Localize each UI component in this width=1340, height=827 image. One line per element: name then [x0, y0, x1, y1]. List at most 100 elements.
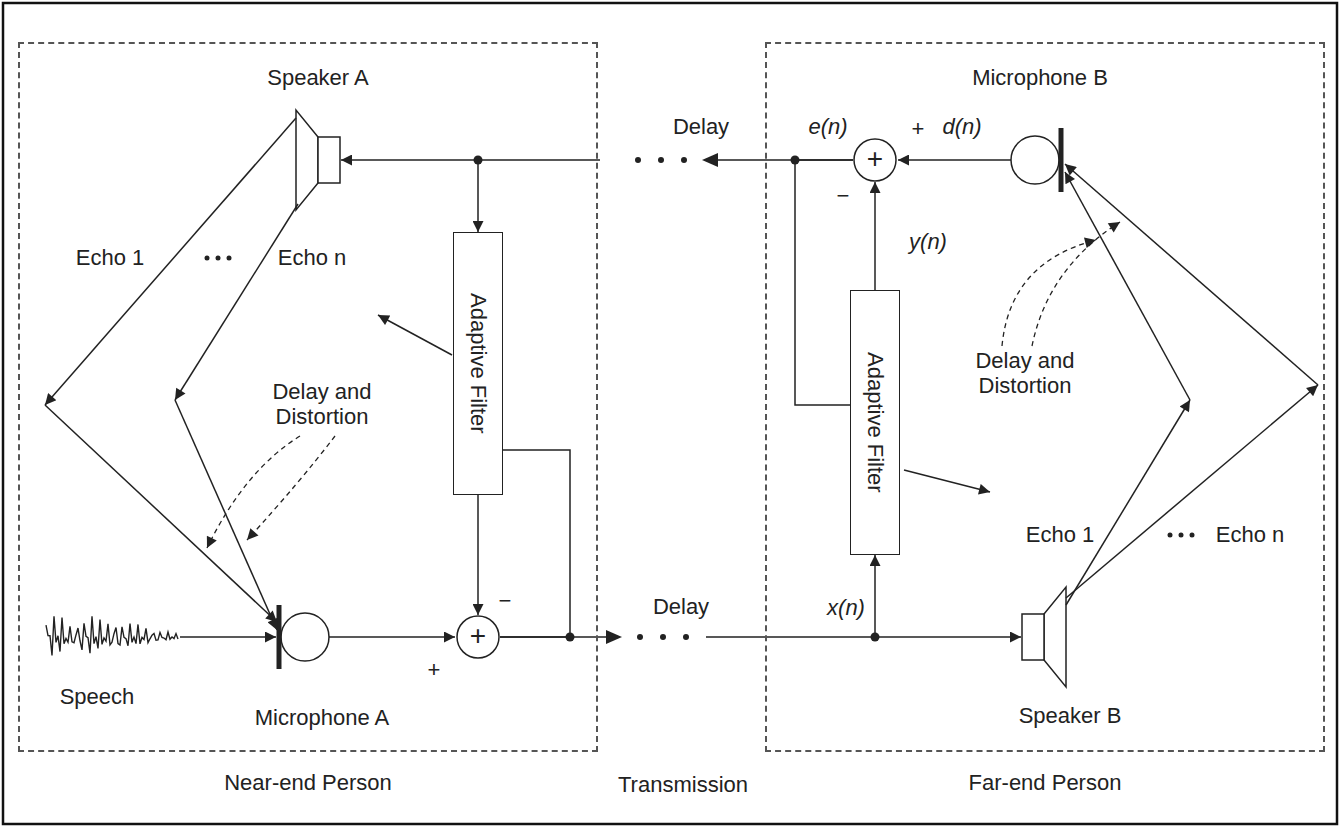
ellipsis-dots	[205, 256, 232, 261]
echo-path	[1066, 400, 1190, 605]
delay-gap	[600, 150, 718, 647]
delay-gap	[606, 630, 622, 644]
echo-path	[1066, 385, 1318, 598]
delay-gap	[606, 627, 706, 647]
microphone-symbol	[279, 605, 329, 669]
text-label: e(n)	[808, 114, 847, 139]
speech-waveform	[46, 616, 178, 655]
ellipsis-dots	[1190, 533, 1195, 538]
delay-gap	[637, 634, 643, 640]
signal-connector	[478, 160, 853, 232]
dashed-pointer	[207, 222, 1120, 548]
junction-dot	[871, 633, 880, 642]
process-box: Adaptive Filter	[850, 290, 900, 555]
junction-circle	[457, 616, 499, 658]
delay-gap	[635, 157, 641, 163]
text-label: −	[837, 183, 850, 208]
text-label: Echo 1	[1026, 522, 1095, 547]
signal-wire	[180, 636, 276, 638]
summing-junction: +	[853, 138, 897, 182]
dashed-pointer	[207, 436, 300, 548]
delay-gap	[600, 150, 718, 170]
signal-connector	[874, 182, 876, 290]
text-label: Speaker B	[1019, 703, 1122, 728]
junction-circle	[854, 139, 896, 181]
text-label: +	[912, 116, 925, 141]
microphone-symbol	[1059, 128, 1064, 192]
dashed-pointer	[1032, 222, 1120, 346]
speaker-symbol	[296, 110, 340, 210]
echo-path	[175, 400, 277, 630]
delay-gap	[702, 153, 718, 167]
ellipsis-dots	[227, 256, 232, 261]
ellipsis-dots	[1168, 533, 1195, 538]
adaptation-arrow	[904, 470, 990, 492]
text-label: Speech	[60, 684, 135, 709]
junction-dot	[791, 156, 800, 165]
signal-wire	[898, 159, 1011, 161]
microphone-symbol	[277, 605, 282, 669]
text-label: Delay and Distortion	[247, 379, 397, 430]
delay-gap	[681, 157, 687, 163]
signal-wire	[341, 159, 478, 161]
summing-junction: +	[456, 615, 500, 659]
ellipsis-dots	[205, 256, 210, 261]
microphone-symbol	[281, 613, 329, 661]
signal-connector	[500, 555, 875, 637]
speaker-symbol	[1022, 587, 1066, 687]
region-title: Far-end Person	[767, 770, 1323, 795]
signal-wire	[875, 636, 1021, 638]
text-label: Transmission	[618, 772, 748, 797]
text-label: Echo n	[1216, 522, 1285, 547]
adaptation-arrow	[378, 315, 452, 355]
echo-path	[45, 118, 298, 630]
text-label: Microphone B	[972, 65, 1108, 90]
ellipsis-dots	[1168, 533, 1173, 538]
echo-path	[1065, 172, 1190, 400]
text-label: Microphone A	[255, 705, 390, 730]
text-label: Delay and Distortion	[950, 348, 1100, 399]
text-label: d(n)	[942, 114, 981, 139]
signal-connector	[477, 495, 479, 615]
dashed-pointer	[1002, 240, 1096, 346]
text-label: Delay	[653, 594, 709, 619]
delay-gap	[658, 157, 664, 163]
speaker-symbol	[1044, 587, 1066, 687]
signal-connector	[795, 160, 853, 405]
dashed-pointer	[247, 436, 335, 540]
outer-frame	[3, 3, 1337, 824]
delay-gap	[683, 634, 689, 640]
junction-dot	[474, 156, 880, 642]
ellipsis-dots	[1179, 533, 1184, 538]
text-label: y(n)	[909, 229, 947, 254]
speaker-symbol	[318, 137, 340, 183]
box-label: Adaptive Filter	[465, 293, 490, 434]
text-label: Echo n	[278, 245, 347, 270]
junction-dot	[566, 633, 575, 642]
speaker-symbol	[296, 110, 318, 210]
text-label: x(n)	[827, 595, 865, 620]
speech-waveform	[46, 616, 178, 655]
region-title: Near-end Person	[20, 770, 596, 795]
text-label: Speaker A	[267, 65, 369, 90]
box-label: Adaptive Filter	[862, 352, 887, 493]
sign-symbol: +	[867, 145, 883, 173]
echo-path	[1065, 164, 1318, 605]
ellipsis-dots	[216, 256, 221, 261]
process-box: Adaptive Filter	[453, 232, 503, 495]
signal-wire	[180, 160, 1021, 637]
microphone-symbol	[1011, 128, 1061, 192]
delay-gap	[660, 634, 666, 640]
text-label: +	[428, 657, 441, 682]
echo-path	[175, 204, 298, 400]
sign-symbol: +	[470, 622, 486, 650]
text-label: Delay	[673, 114, 729, 139]
text-label: Echo 1	[76, 245, 145, 270]
microphone-symbol	[1011, 136, 1059, 184]
junction-dot	[474, 156, 483, 165]
text-label: −	[499, 588, 512, 613]
signal-wire	[329, 636, 455, 638]
